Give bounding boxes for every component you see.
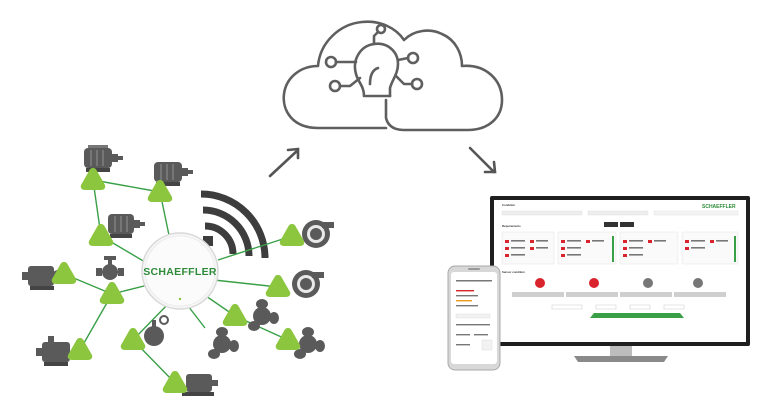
dashboard-brand: SCHAEFFLER (702, 204, 736, 210)
fan-icon (294, 327, 325, 359)
monitor (490, 196, 750, 362)
sensor-triangle-icon (275, 328, 301, 350)
dashboard-screen: Condition SCHAEFFLER Requirements (501, 203, 739, 318)
gateway-label: SCHAEFFLER (143, 266, 217, 278)
electric-motor-icon (154, 162, 193, 186)
cloud-lightbulb-icon (282, 20, 504, 132)
pump-icon (36, 336, 70, 366)
valve-icon (96, 256, 124, 280)
dashboard-panel-title: Requirements (502, 224, 521, 228)
electric-motor-icon (84, 145, 123, 172)
gateway-device: SCHAEFFLER (141, 232, 219, 310)
sensor-triangle-icon (67, 338, 93, 360)
fan-icon (292, 270, 324, 298)
valve-icon (144, 315, 169, 346)
fan-icon (302, 220, 334, 248)
sensor-triangle-icon (99, 282, 125, 304)
fan-icon (208, 327, 239, 359)
arrow-up-right-icon (268, 147, 300, 178)
electric-motor-icon (108, 214, 145, 238)
fan-icon (248, 299, 279, 331)
sensor-triangle-icon (279, 224, 305, 246)
smartphone (447, 265, 501, 371)
dashboard-section-title: Sensor condition (502, 270, 525, 274)
arrow-down-right-icon (468, 146, 497, 174)
electric-motor-icon (182, 374, 218, 396)
dashboard-header-title: Condition (502, 203, 515, 207)
sensor-triangle-icon (222, 304, 248, 326)
